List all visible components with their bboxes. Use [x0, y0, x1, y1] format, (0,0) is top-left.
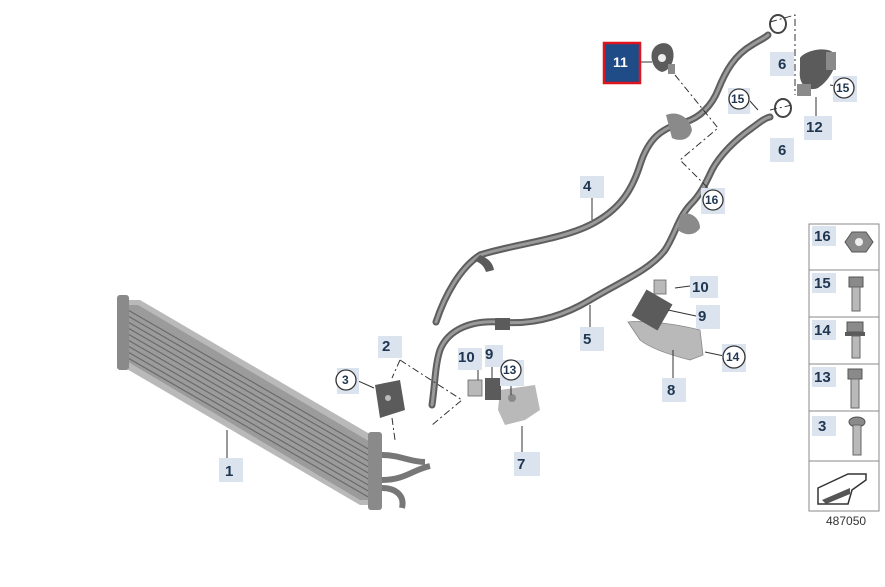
legend-item-3[interactable]: 3: [812, 416, 866, 456]
hose-part-5[interactable]: [428, 113, 774, 409]
radiator-part-1[interactable]: [117, 295, 431, 510]
part-label-10a[interactable]: 10: [458, 348, 482, 370]
svg-text:6: 6: [778, 56, 786, 73]
part-label-2[interactable]: 2: [378, 336, 402, 358]
diagram-reference-number: 487050: [826, 514, 866, 528]
flange-bolt-icon: [845, 321, 865, 359]
svg-text:16: 16: [814, 228, 831, 245]
svg-text:10: 10: [692, 279, 709, 296]
direction-arrow-icon: [817, 473, 867, 505]
legend-item-13[interactable]: 13: [812, 367, 863, 409]
part-label-4[interactable]: 4: [580, 176, 604, 198]
svg-text:9: 9: [698, 308, 706, 325]
nut-icon: [844, 231, 874, 253]
circled-label-13[interactable]: 13: [500, 359, 524, 386]
svg-text:12: 12: [806, 119, 823, 136]
svg-text:4: 4: [583, 178, 592, 195]
screw-icon: [848, 416, 866, 456]
svg-text:15: 15: [814, 275, 831, 292]
svg-text:3: 3: [818, 418, 826, 435]
legend-item-14[interactable]: 14: [812, 320, 865, 359]
circled-label-3[interactable]: 3: [335, 368, 359, 394]
svg-text:5: 5: [583, 331, 591, 348]
svg-text:1: 1: [225, 463, 233, 480]
part-label-9a[interactable]: 9: [485, 345, 503, 367]
legend-item-16[interactable]: 16: [812, 226, 874, 253]
hose-part-4[interactable]: [432, 31, 772, 326]
svg-text:14: 14: [814, 322, 831, 339]
part-label-5[interactable]: 5: [580, 327, 604, 351]
circled-label-16[interactable]: 16: [701, 188, 725, 214]
svg-text:13: 13: [503, 363, 517, 377]
circled-label-15b[interactable]: 15: [833, 76, 857, 102]
holder-part-7[interactable]: [467, 378, 540, 425]
svg-text:9: 9: [485, 346, 493, 363]
svg-text:7: 7: [517, 456, 525, 473]
svg-text:14: 14: [726, 350, 740, 364]
svg-text:16: 16: [705, 193, 719, 207]
svg-text:15: 15: [731, 92, 745, 106]
valve-part-12[interactable]: [797, 49, 836, 96]
connection-lines: [391, 14, 796, 441]
circled-label-15a[interactable]: 15: [728, 88, 750, 114]
part-label-11-selected[interactable]: 11: [602, 41, 642, 85]
part-label-6b[interactable]: 6: [770, 138, 794, 162]
fastener-legend: 16 15 14 13: [808, 223, 880, 512]
bracket-part-2[interactable]: [375, 380, 405, 418]
svg-text:15: 15: [836, 81, 850, 95]
part-label-12[interactable]: 12: [804, 116, 832, 140]
holder-part-8[interactable]: [627, 279, 704, 361]
bolt-icon: [848, 276, 864, 312]
part-label-8[interactable]: 8: [662, 378, 686, 402]
flange-part-11[interactable]: [651, 43, 675, 74]
svg-text:10: 10: [458, 349, 475, 366]
part-label-10b[interactable]: 10: [690, 276, 718, 298]
long-bolt-icon: [847, 368, 863, 409]
o-ring-part-6[interactable]: [769, 14, 792, 118]
svg-text:11: 11: [613, 54, 628, 70]
svg-text:6: 6: [778, 142, 786, 159]
svg-text:8: 8: [667, 382, 675, 399]
svg-text:3: 3: [342, 373, 349, 387]
part-label-1[interactable]: 1: [219, 458, 243, 482]
part-label-9b[interactable]: 9: [696, 305, 720, 329]
svg-text:13: 13: [814, 369, 831, 386]
circled-label-14[interactable]: 14: [722, 344, 746, 372]
svg-text:2: 2: [382, 338, 390, 355]
part-label-6a[interactable]: 6: [770, 52, 794, 76]
part-label-7[interactable]: 7: [514, 452, 540, 476]
legend-item-15[interactable]: 15: [812, 273, 864, 312]
